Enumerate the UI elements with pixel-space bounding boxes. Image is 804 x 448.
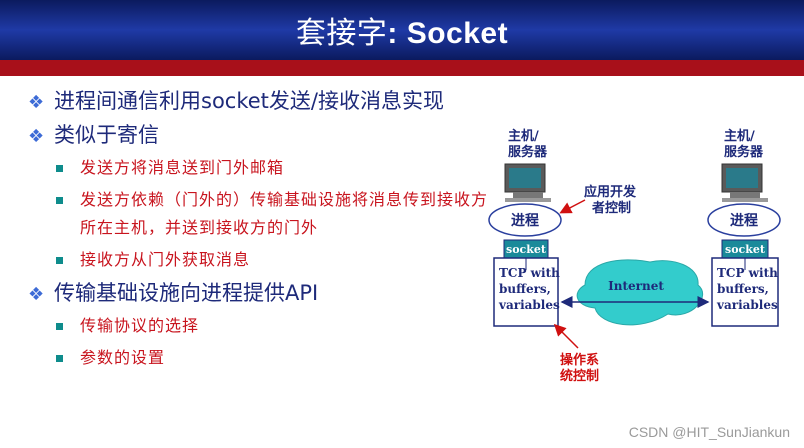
- square-bullet-icon: [56, 165, 63, 172]
- title-prefix: 套接字: [295, 16, 388, 51]
- right-process-ellipse: [707, 203, 781, 237]
- right-host-label-2: 服务器: [724, 144, 764, 160]
- bullet-1-text: 进程间通信利用socket发送/接收消息实现: [54, 89, 444, 113]
- watermark: CSDN @HIT_SunJiankun: [628, 424, 790, 440]
- right-socket-label: socket: [725, 243, 766, 256]
- left-host-label-1: 主机/: [508, 128, 539, 144]
- app-control-label-1: 应用开发: [584, 184, 637, 200]
- right-host-label-1: 主机/: [724, 128, 755, 144]
- left-tcp-label-1: TCP with: [499, 266, 560, 280]
- left-tcp-label-2: buffers,: [499, 282, 551, 296]
- red-band: [0, 60, 804, 76]
- internet-label: Internet: [608, 279, 664, 293]
- sub-bullet-text: 参数的设置: [80, 348, 166, 367]
- left-process-label: 进程: [511, 213, 539, 229]
- diamond-bullet-icon: ❖: [28, 126, 45, 147]
- bullet-3: ❖ 传输基础设施向进程提供API: [28, 278, 488, 308]
- bullet-list: ❖ 进程间通信利用socket发送/接收消息实现 ❖ 类似于寄信 发送方将消息送…: [28, 86, 488, 376]
- square-bullet-icon: [56, 197, 63, 204]
- os-control-label-1: 操作系: [560, 352, 599, 368]
- title-suffix: : Socket: [387, 17, 509, 50]
- square-bullet-icon: [56, 355, 63, 362]
- sub-bullet-text: 发送方依赖（门外的）传输基础设施将消息传到接收方所在主机，并送到接收方的门外: [80, 190, 489, 237]
- right-tcp-label-3: variables: [716, 298, 778, 312]
- right-process-label: 进程: [730, 213, 758, 229]
- computer-icon: [721, 163, 768, 202]
- computer-icon: [504, 163, 551, 202]
- sub-bullet-3-1: 传输协议的选择: [28, 312, 488, 340]
- right-tcp-label-1: TCP with: [717, 266, 778, 280]
- square-bullet-icon: [56, 257, 63, 264]
- left-host-label-2: 服务器: [508, 144, 548, 160]
- sub-bullet-2-3: 接收方从门外获取消息: [28, 246, 488, 274]
- diamond-bullet-icon: ❖: [28, 284, 45, 305]
- app-control-arrow: [559, 199, 586, 214]
- bullet-3-text: 传输基础设施向进程提供API: [54, 281, 319, 305]
- sub-bullet-2-2: 发送方依赖（门外的）传输基础设施将消息传到接收方所在主机，并送到接收方的门外: [28, 186, 488, 242]
- bullet-1: ❖ 进程间通信利用socket发送/接收消息实现: [28, 86, 488, 116]
- sub-bullet-2-1: 发送方将消息送到门外邮箱: [28, 154, 488, 182]
- left-tcp-label-3: variables: [498, 298, 560, 312]
- square-bullet-icon: [56, 323, 63, 330]
- slide-title: 套接字: Socket: [296, 8, 508, 52]
- bullet-2-text: 类似于寄信: [54, 123, 159, 147]
- title-bar: 套接字: Socket: [0, 0, 804, 60]
- os-control-arrow: [553, 323, 579, 349]
- left-socket-label: socket: [506, 243, 547, 256]
- diamond-bullet-icon: ❖: [28, 92, 45, 113]
- app-control-label-2: 者控制: [591, 200, 631, 216]
- right-tcp-label-2: buffers,: [717, 282, 769, 296]
- sub-bullet-text: 传输协议的选择: [80, 316, 200, 335]
- sub-bullet-text: 发送方将消息送到门外邮箱: [80, 158, 285, 177]
- bullet-2: ❖ 类似于寄信: [28, 120, 488, 150]
- sub-bullet-text: 接收方从门外获取消息: [80, 250, 251, 269]
- left-process-ellipse: [488, 203, 562, 237]
- sub-bullet-3-2: 参数的设置: [28, 344, 488, 372]
- os-control-label-2: 统控制: [560, 368, 599, 384]
